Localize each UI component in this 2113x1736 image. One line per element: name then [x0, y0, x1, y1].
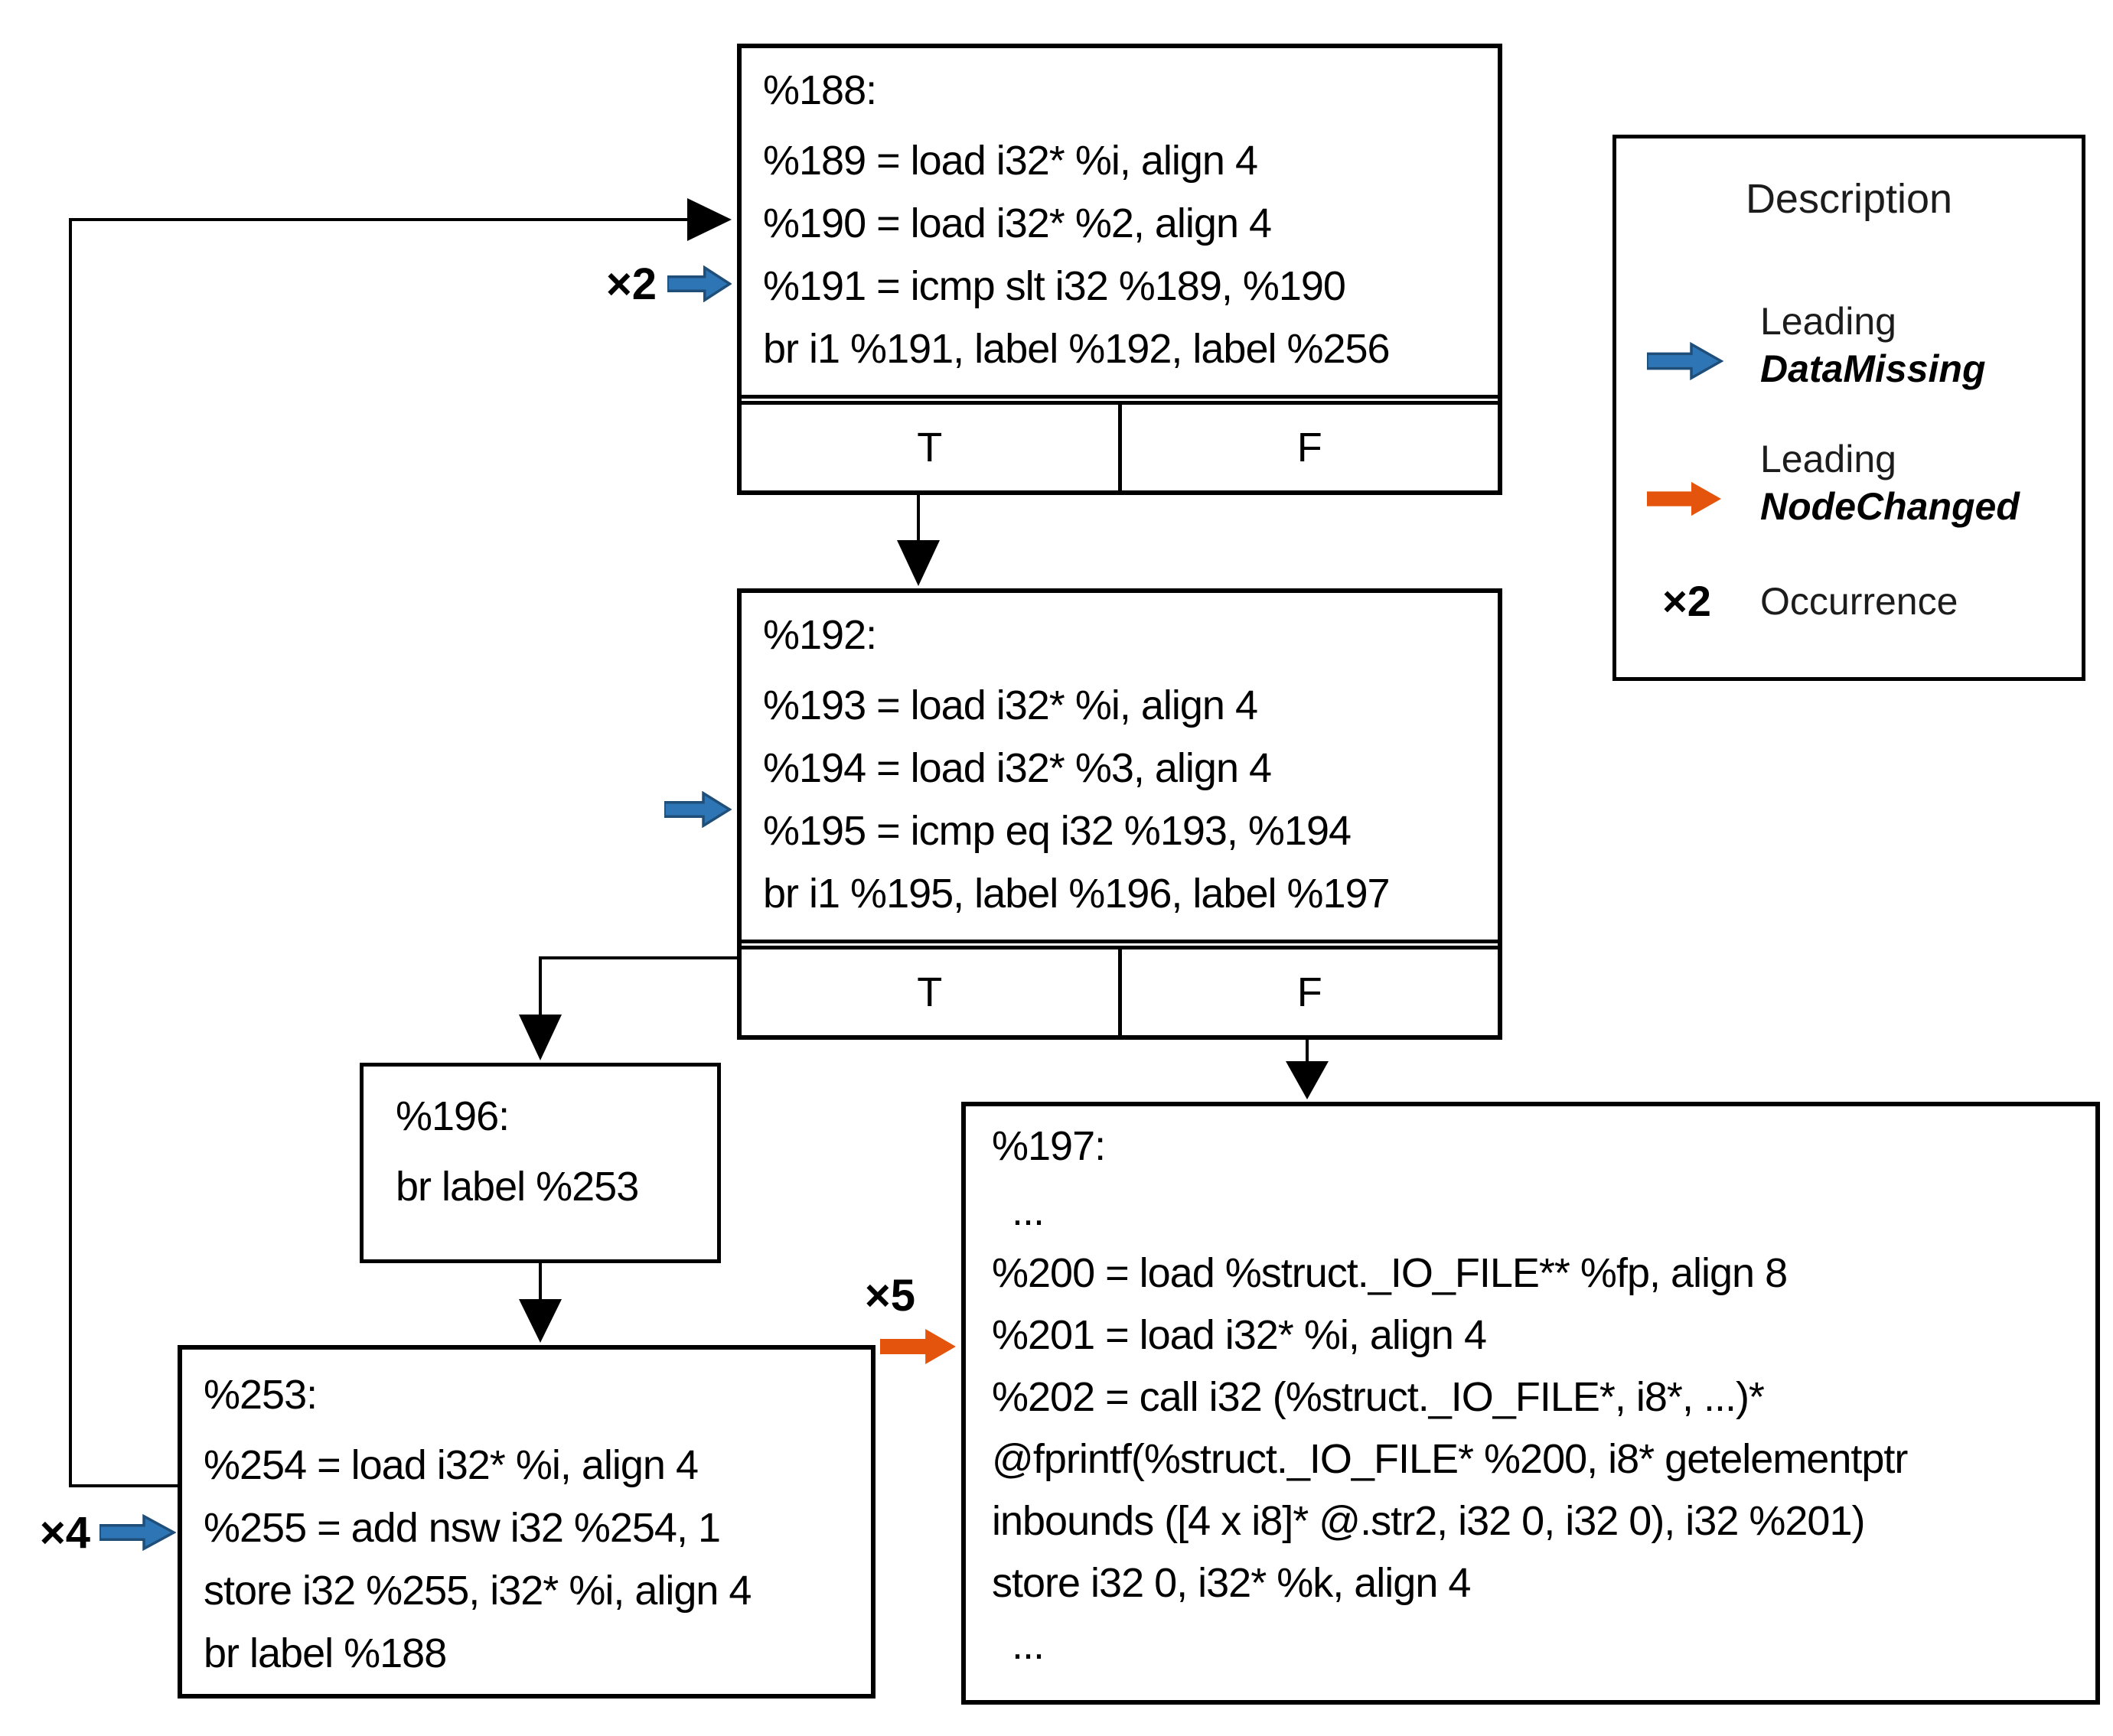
datamissing-arrow-icon-192	[664, 791, 732, 828]
legend-item-nodechanged: Leading NodeChanged	[1760, 435, 2020, 530]
ir-instruction-line: %194 = load i32* %3, align 4	[763, 745, 1272, 791]
legend-title: Description	[1745, 176, 1953, 222]
ir-instruction-line: %191 = icmp slt i32 %189, %190	[763, 263, 1346, 309]
occurrence-symbol: ×2	[1662, 577, 1711, 625]
ir-instruction-line: %201 = load i32* %i, align 4	[992, 1312, 1487, 1358]
ir-instruction-line: %193 = load i32* %i, align 4	[763, 682, 1258, 728]
datamissing-arrow-icon	[1647, 342, 1723, 380]
arrow-shape	[1647, 481, 1721, 516]
legend-item-occurrence: Occurrence	[1760, 580, 1958, 623]
ir-instruction-line: ...	[1012, 1188, 1045, 1234]
datamissing-arrow-icon-253	[99, 1514, 176, 1551]
node-196-body: %196: br label %253	[364, 1067, 717, 1259]
ir-instruction-line: ...	[1012, 1622, 1045, 1668]
datamissing-arrow-icon-188	[667, 265, 732, 302]
ir-instruction-line: inbounds ([4 x i8]* @.str2, i32 0, i32 0…	[992, 1498, 1865, 1544]
ir-instruction-line: br label %188	[204, 1630, 447, 1676]
node-197-body: %197: ... %200 = load %struct._IO_FILE**…	[966, 1106, 2095, 1700]
connector-192-false-to-197	[1286, 1040, 1329, 1099]
arrow-shape	[880, 1329, 956, 1364]
arrow-shape	[1647, 344, 1721, 378]
false-branch-cell: F	[1296, 969, 1322, 1015]
connector-192-true-to-196	[519, 956, 737, 1060]
ir-instruction-line: @fprintf(%struct._IO_FILE* %200, i8* get…	[992, 1436, 1908, 1482]
ir-instruction-line: %202 = call i32 (%struct._IO_FILE*, i8*,…	[992, 1374, 1765, 1420]
legend-item-line1: Leading	[1760, 438, 1896, 480]
arrow-shape	[664, 793, 729, 826]
legend-item-line2: DataMissing	[1760, 347, 1986, 390]
arrow-shape	[99, 1516, 174, 1549]
branch-row: T F	[742, 946, 1498, 1035]
ir-instruction-line: %189 = load i32* %i, align 4	[763, 138, 1258, 184]
cfg-node-196: %196: br label %253	[360, 1063, 721, 1263]
connector-188-to-192	[897, 495, 940, 586]
ir-instruction-line: store i32 %255, i32* %i, align 4	[204, 1568, 752, 1614]
true-branch-cell: T	[742, 405, 1122, 490]
node-label: %253:	[204, 1372, 318, 1418]
ir-instruction-line: %200 = load %struct._IO_FILE** %fp, alig…	[992, 1250, 1788, 1296]
branch-row: T F	[742, 401, 1498, 490]
node-label: %197:	[992, 1123, 1106, 1169]
true-branch-cell: T	[742, 949, 1122, 1035]
legend: Description Leading DataMissing Leading …	[1612, 135, 2085, 681]
occurrence-label-188: ×2	[605, 259, 657, 309]
ir-instruction-line: %255 = add nsw i32 %254, 1	[204, 1505, 721, 1551]
connector-253-to-188-loop	[69, 198, 732, 1487]
node-label: %188:	[763, 67, 877, 113]
node-192-body: %192: %193 = load i32* %i, align 4 %194 …	[742, 593, 1498, 943]
connector-196-to-253	[519, 1263, 562, 1343]
occurrence-label-253: ×4	[39, 1508, 90, 1558]
ir-instruction-line: br i1 %195, label %196, label %197	[763, 871, 1391, 917]
node-253-body: %253: %254 = load i32* %i, align 4 %255 …	[182, 1350, 871, 1694]
node-label: %192:	[763, 612, 877, 658]
ir-instruction-line: br i1 %191, label %192, label %256	[763, 326, 1391, 372]
cfg-node-197: %197: ... %200 = load %struct._IO_FILE**…	[961, 1102, 2100, 1705]
nodechanged-arrow-icon	[1647, 481, 1721, 516]
legend-item-line2: NodeChanged	[1760, 485, 2020, 528]
ir-instruction-line: store i32 0, i32* %k, align 4	[992, 1560, 1471, 1606]
legend-item-line1: Leading	[1760, 300, 1896, 343]
arrow-shape	[667, 268, 729, 300]
ir-instruction-line: %254 = load i32* %i, align 4	[204, 1442, 699, 1488]
ir-instruction-line: %195 = icmp eq i32 %193, %194	[763, 808, 1352, 854]
occurrence-label-197: ×5	[864, 1271, 916, 1321]
node-label: %196:	[396, 1093, 510, 1139]
cfg-node-192: %192: %193 = load i32* %i, align 4 %194 …	[737, 588, 1502, 1040]
false-branch-cell: F	[1296, 425, 1322, 471]
legend-item-datamissing: Leading DataMissing	[1760, 298, 1986, 392]
nodechanged-arrow-icon-197	[880, 1329, 956, 1364]
cfg-node-188: %188: %189 = load i32* %i, align 4 %190 …	[737, 44, 1502, 495]
node-188-body: %188: %189 = load i32* %i, align 4 %190 …	[742, 48, 1498, 399]
ir-instruction-line: br label %253	[396, 1164, 639, 1210]
ir-instruction-line: %190 = load i32* %2, align 4	[763, 200, 1272, 246]
cfg-node-253: %253: %254 = load i32* %i, align 4 %255 …	[178, 1345, 876, 1699]
